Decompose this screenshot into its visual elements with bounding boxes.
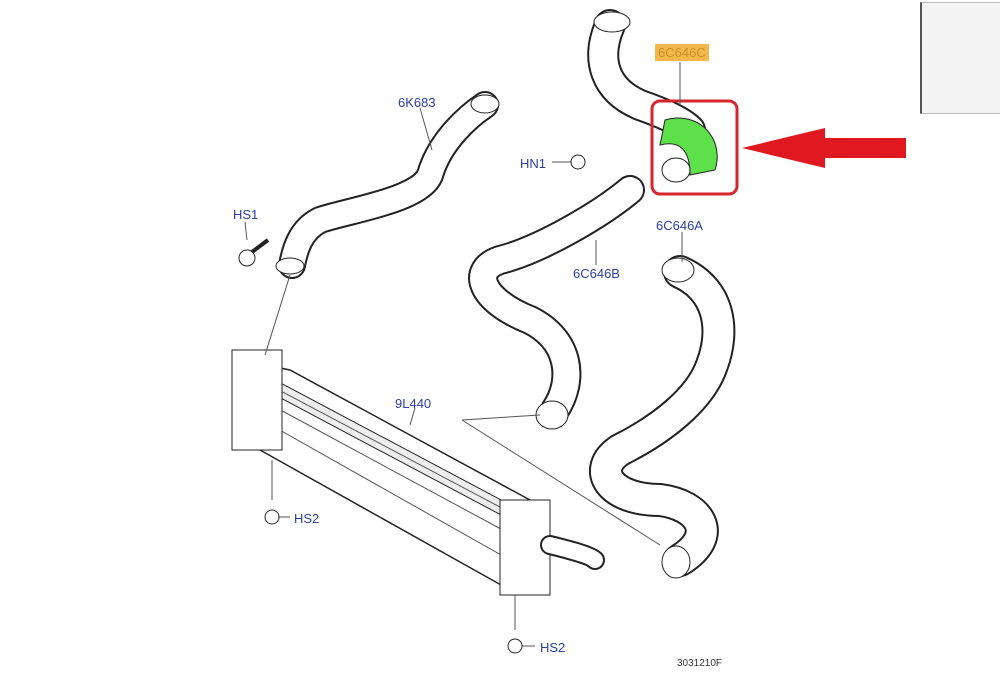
intercooler-9L440[interactable] — [231, 349, 605, 596]
label-HS2-left[interactable]: HS2 — [294, 511, 320, 526]
diagram-thumbnail[interactable] — [920, 2, 1000, 114]
label-6C646B[interactable]: 6C646B — [573, 266, 620, 281]
label-6C646A[interactable]: 6C646A — [656, 218, 703, 233]
label-HS1[interactable]: HS1 — [233, 207, 259, 222]
label-6K683[interactable]: 6K683 — [398, 95, 436, 110]
hose-6C646A[interactable] — [589, 255, 736, 579]
label-6C646C[interactable]: 6C646C — [655, 44, 709, 61]
hose-6C646B[interactable] — [468, 175, 645, 430]
bolt-hs1[interactable] — [238, 238, 270, 267]
hose-upper[interactable] — [587, 9, 706, 146]
hose-6K683[interactable] — [275, 91, 500, 279]
reference-code: 3031210F — [677, 658, 723, 669]
bolt-hs2-left[interactable] — [264, 509, 280, 525]
label-HN1[interactable]: HN1 — [520, 156, 547, 171]
arrow-icon — [742, 128, 906, 168]
label-HS2-bottom[interactable]: HS2 — [540, 640, 566, 655]
highlight-box — [650, 99, 739, 196]
leader-lines — [244, 62, 683, 647]
highlighted-part-6C646C[interactable] — [650, 99, 739, 196]
bolt-hs2-bottom[interactable] — [507, 638, 523, 654]
label-9L440[interactable]: 9L440 — [395, 396, 432, 411]
nut-hn1[interactable] — [570, 154, 586, 170]
